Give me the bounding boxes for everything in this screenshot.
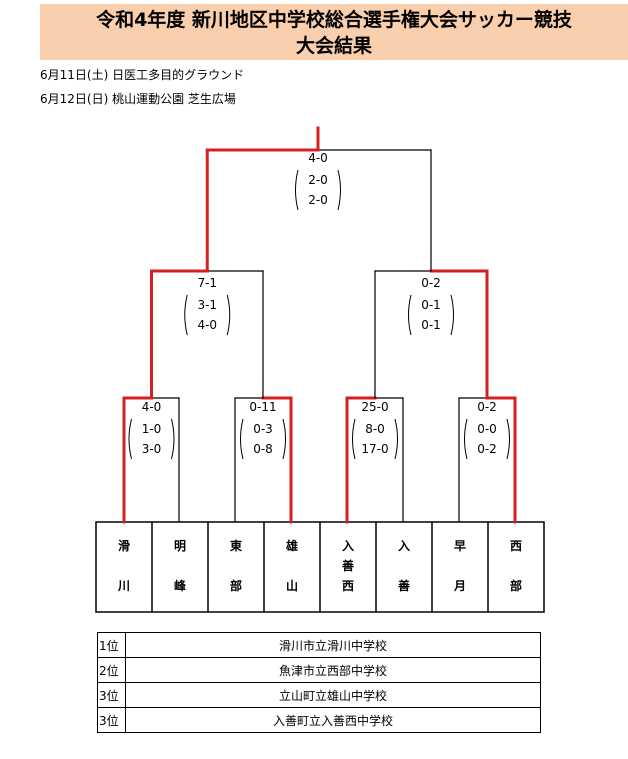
team-name-char: 川 (117, 579, 130, 593)
r1-score-4-half2: 0-2 (477, 442, 497, 456)
r1-score-1-paren-right (171, 418, 175, 460)
team-name-char: 入 (398, 539, 410, 553)
team-name-char: 滑 (118, 538, 130, 553)
team-name-char: 入 (342, 539, 354, 553)
team-name-char: 早 (454, 539, 466, 553)
ranking-place: 1位 (97, 632, 126, 658)
r1-score-1-half2: 3-0 (142, 442, 162, 456)
r1-score-3-half2: 17-0 (361, 442, 388, 456)
r1-score-3-paren-right (394, 418, 398, 460)
r2-score-1-paren-left (184, 294, 188, 336)
ranking-school: 立山町立雄山中学校 (125, 682, 541, 708)
r1-score-3-paren-left (352, 418, 356, 460)
team-name-char: 山 (286, 578, 298, 593)
team-name-char: 西 (342, 579, 354, 593)
ranking-row: 3位立山町立雄山中学校 (97, 682, 541, 708)
team-name-char: 雄 (285, 538, 298, 553)
date-venue-1: 6月11日(土) 日医工多目的グラウンド (40, 68, 245, 82)
final-score-paren-left (295, 169, 299, 211)
r2-score-2-half2: 0-1 (421, 318, 441, 332)
r2-score-1-half2: 4-0 (197, 318, 217, 332)
ranking-school: 入善町立入善西中学校 (125, 707, 541, 733)
team-name-char: 部 (230, 578, 242, 593)
ranking-row: 1位滑川市立滑川中学校 (97, 632, 541, 658)
r2-score-1-paren-right (226, 294, 231, 336)
r1-score-2-half2: 0-8 (253, 442, 273, 456)
r1-score-4-half1: 0-0 (477, 422, 497, 436)
final-score-half1: 2-0 (308, 173, 328, 187)
r2-score-1-total: 7-1 (197, 276, 217, 290)
ranking-place: 3位 (97, 682, 126, 708)
r2-score-2-paren-left (408, 294, 412, 336)
r1-score-4-paren-right (506, 418, 510, 460)
r2-score-2-half1: 0-1 (421, 298, 441, 312)
team-name-char: 明 (174, 539, 186, 553)
team-name-char: 峰 (174, 578, 187, 593)
ranking-school: 滑川市立滑川中学校 (125, 632, 541, 658)
tournament-bracket: 滑川明峰東部雄山入善西入善早月西部4-01-03-00-110-30-825-0… (95, 126, 545, 613)
r1-score-2-paren-left (240, 418, 244, 460)
r2-score-2-paren-right (450, 294, 454, 336)
r1-score-3-total: 25-0 (361, 400, 388, 414)
team-name-char: 月 (453, 579, 466, 593)
team-name-char: 善 (398, 578, 410, 593)
r1-score-1-paren-left (128, 418, 132, 460)
ranking-school: 魚津市立西部中学校 (125, 657, 541, 683)
ranking-place: 2位 (97, 657, 126, 683)
team-name-char: 東 (230, 538, 242, 553)
final-score-paren-right (337, 169, 341, 211)
r2-score-2-total: 0-2 (421, 276, 441, 290)
r1-score-2-total: 0-11 (249, 400, 276, 414)
ranking-place: 3位 (97, 707, 126, 733)
r1-score-1-half1: 1-0 (142, 422, 162, 436)
r1-score-3-half1: 8-0 (365, 422, 385, 436)
r1-score-4-paren-left (464, 418, 468, 460)
page-subtitle: 大会結果 (295, 35, 372, 57)
team-name-char: 西 (510, 539, 522, 553)
r1-score-1-total: 4-0 (142, 400, 162, 414)
page-title: 令和4年度 新川地区中学校総合選手権大会サッカー競技 (96, 9, 572, 31)
r1-score-4-total: 0-2 (477, 400, 497, 414)
team-name-char: 善 (342, 558, 354, 573)
date-venue-2: 6月12日(日) 桃山運動公園 芝生広場 (40, 92, 236, 106)
r1-score-2-half1: 0-3 (253, 422, 273, 436)
final-score-total: 4-0 (308, 151, 328, 165)
title-box: 令和4年度 新川地区中学校総合選手権大会サッカー競技 大会結果 (40, 4, 628, 60)
r2-score-1-half1: 3-1 (197, 298, 217, 312)
final-score-half2: 2-0 (308, 193, 328, 207)
team-name-char: 部 (510, 578, 522, 593)
ranking-row: 3位入善町立入善西中学校 (97, 707, 541, 733)
ranking-row: 2位魚津市立西部中学校 (97, 657, 541, 683)
r1-score-2-paren-right (282, 418, 286, 460)
